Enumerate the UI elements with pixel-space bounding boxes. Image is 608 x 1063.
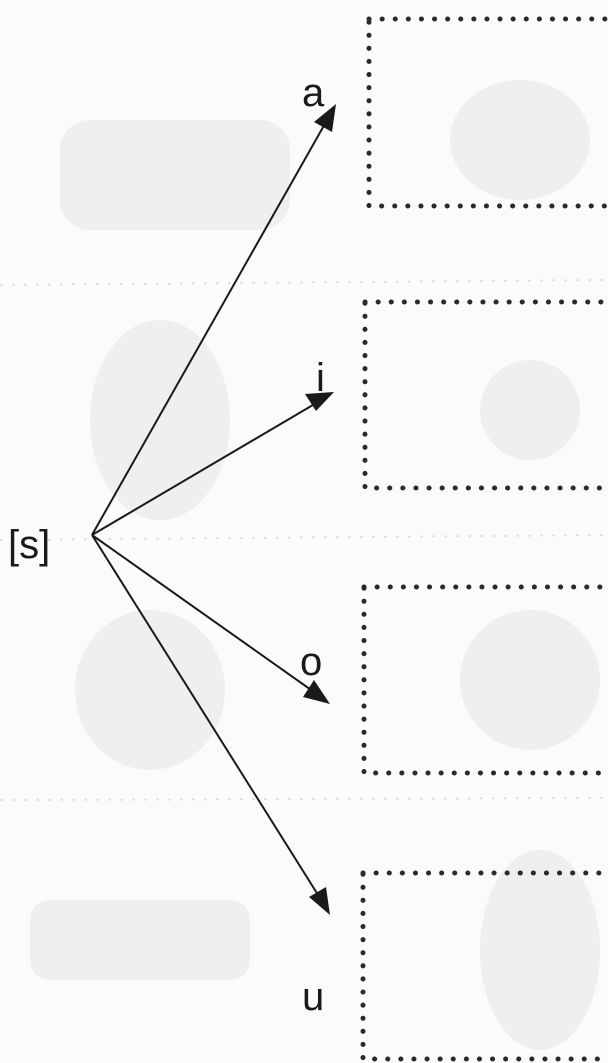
- answer-box-o[interactable]: [361, 584, 608, 776]
- answer-box-a[interactable]: [366, 16, 608, 209]
- background-ghosts: [0, 80, 608, 1050]
- vowel-label-a: a: [302, 71, 325, 115]
- vowel-label-i: i: [316, 356, 325, 400]
- answer-box-i[interactable]: [362, 299, 608, 491]
- arrow-to-a: [91, 104, 336, 536]
- vowel-label-o: o: [300, 640, 322, 684]
- answer-box-u[interactable]: [360, 870, 608, 1062]
- arrow-to-i: [91, 392, 334, 536]
- source-label: [s]: [8, 523, 50, 567]
- arrow-to-o: [91, 534, 330, 704]
- vowel-label-u: u: [302, 975, 324, 1019]
- arrow-to-u: [91, 534, 330, 915]
